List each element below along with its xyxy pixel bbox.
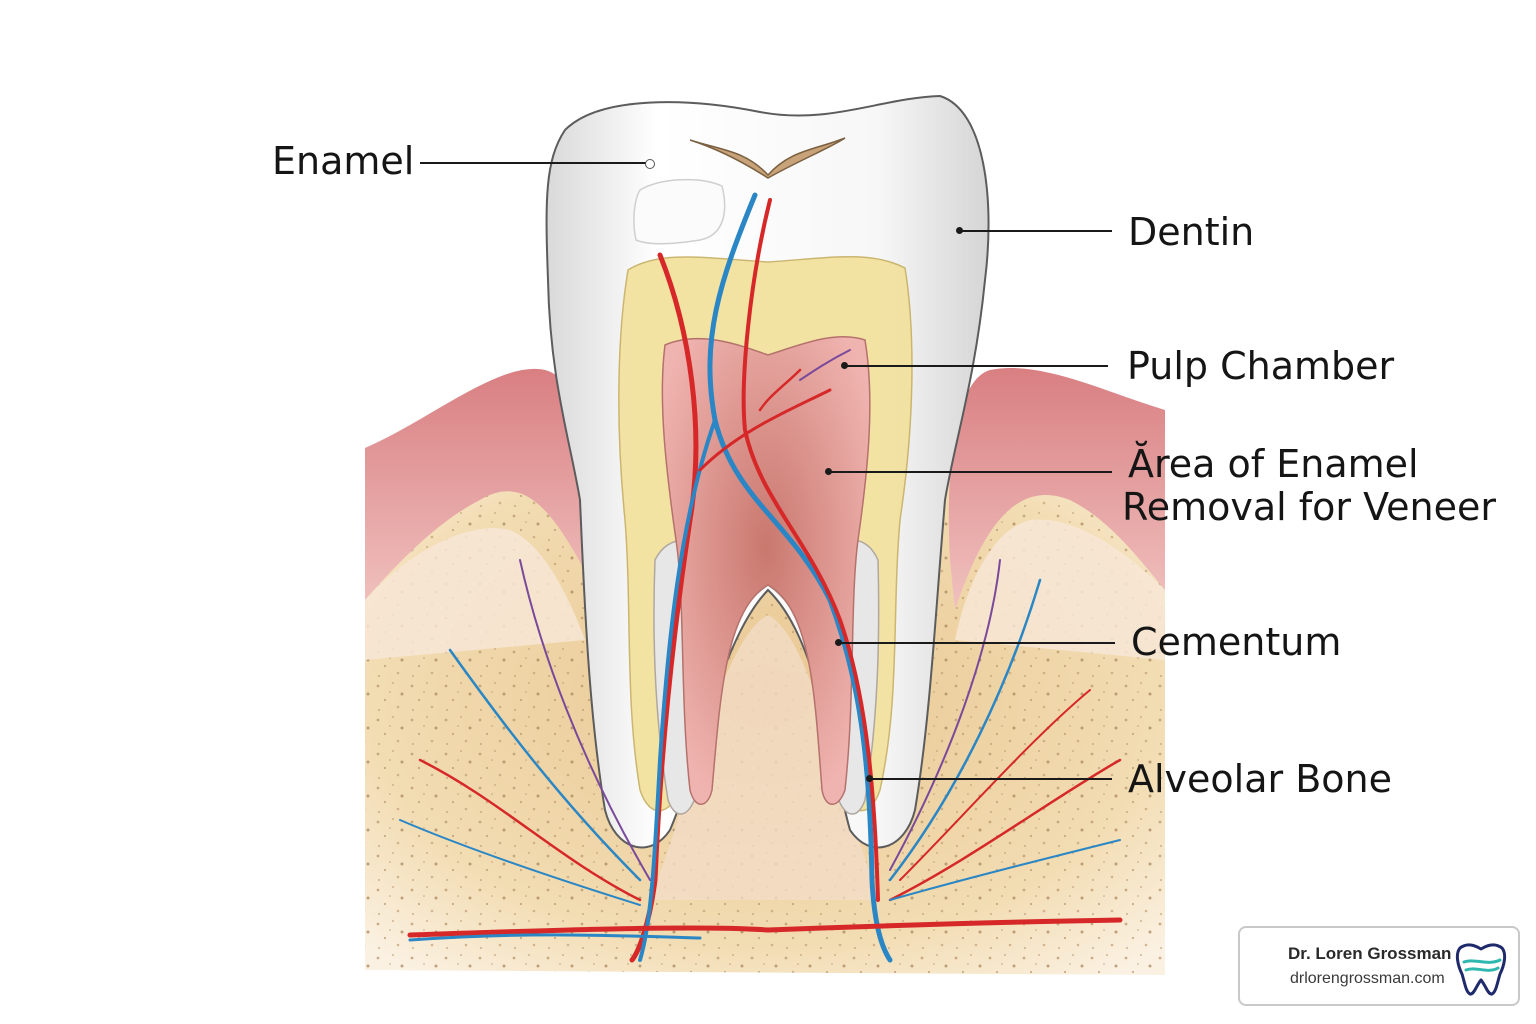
leader-dot-alveolar-bone bbox=[866, 775, 873, 782]
leader-dot-pulp-chamber bbox=[841, 362, 848, 369]
label-enamel: Enamel bbox=[272, 139, 415, 183]
leader-dot-cementum bbox=[835, 639, 842, 646]
leader-dot-enamel-removal bbox=[825, 468, 832, 475]
leader-line-pulp-chamber bbox=[846, 365, 1108, 367]
leader-line-dentin bbox=[962, 230, 1112, 232]
brand-website: drlorengrossman.com bbox=[1290, 970, 1445, 987]
leader-dot-enamel bbox=[645, 159, 655, 169]
leader-line-cementum bbox=[840, 642, 1115, 644]
label-pulp-chamber: Pulp Chamber bbox=[1127, 344, 1395, 388]
label-cementum: Cementum bbox=[1131, 620, 1342, 664]
tooth-logo-icon bbox=[1455, 943, 1507, 996]
brand-watermark: Dr. Loren Grossman drlorengrossman.com bbox=[1238, 926, 1520, 1006]
blood-vessels bbox=[399, 192, 1123, 963]
label-alveolar-bone: Alveolar Bone bbox=[1128, 757, 1392, 801]
label-enamel-removal-line1: Ărea of Enamel bbox=[1128, 442, 1419, 486]
label-dentin: Dentin bbox=[1128, 210, 1255, 254]
leader-line-enamel-removal bbox=[830, 471, 1112, 473]
leader-dot-dentin bbox=[956, 227, 963, 234]
brand-name: Dr. Loren Grossman bbox=[1288, 944, 1452, 963]
label-enamel-removal-line2: Removal for Veneer bbox=[1122, 485, 1496, 529]
leader-line-alveolar-bone bbox=[870, 778, 1112, 780]
leader-line-enamel bbox=[420, 162, 646, 164]
gum-tissue bbox=[365, 368, 1165, 900]
